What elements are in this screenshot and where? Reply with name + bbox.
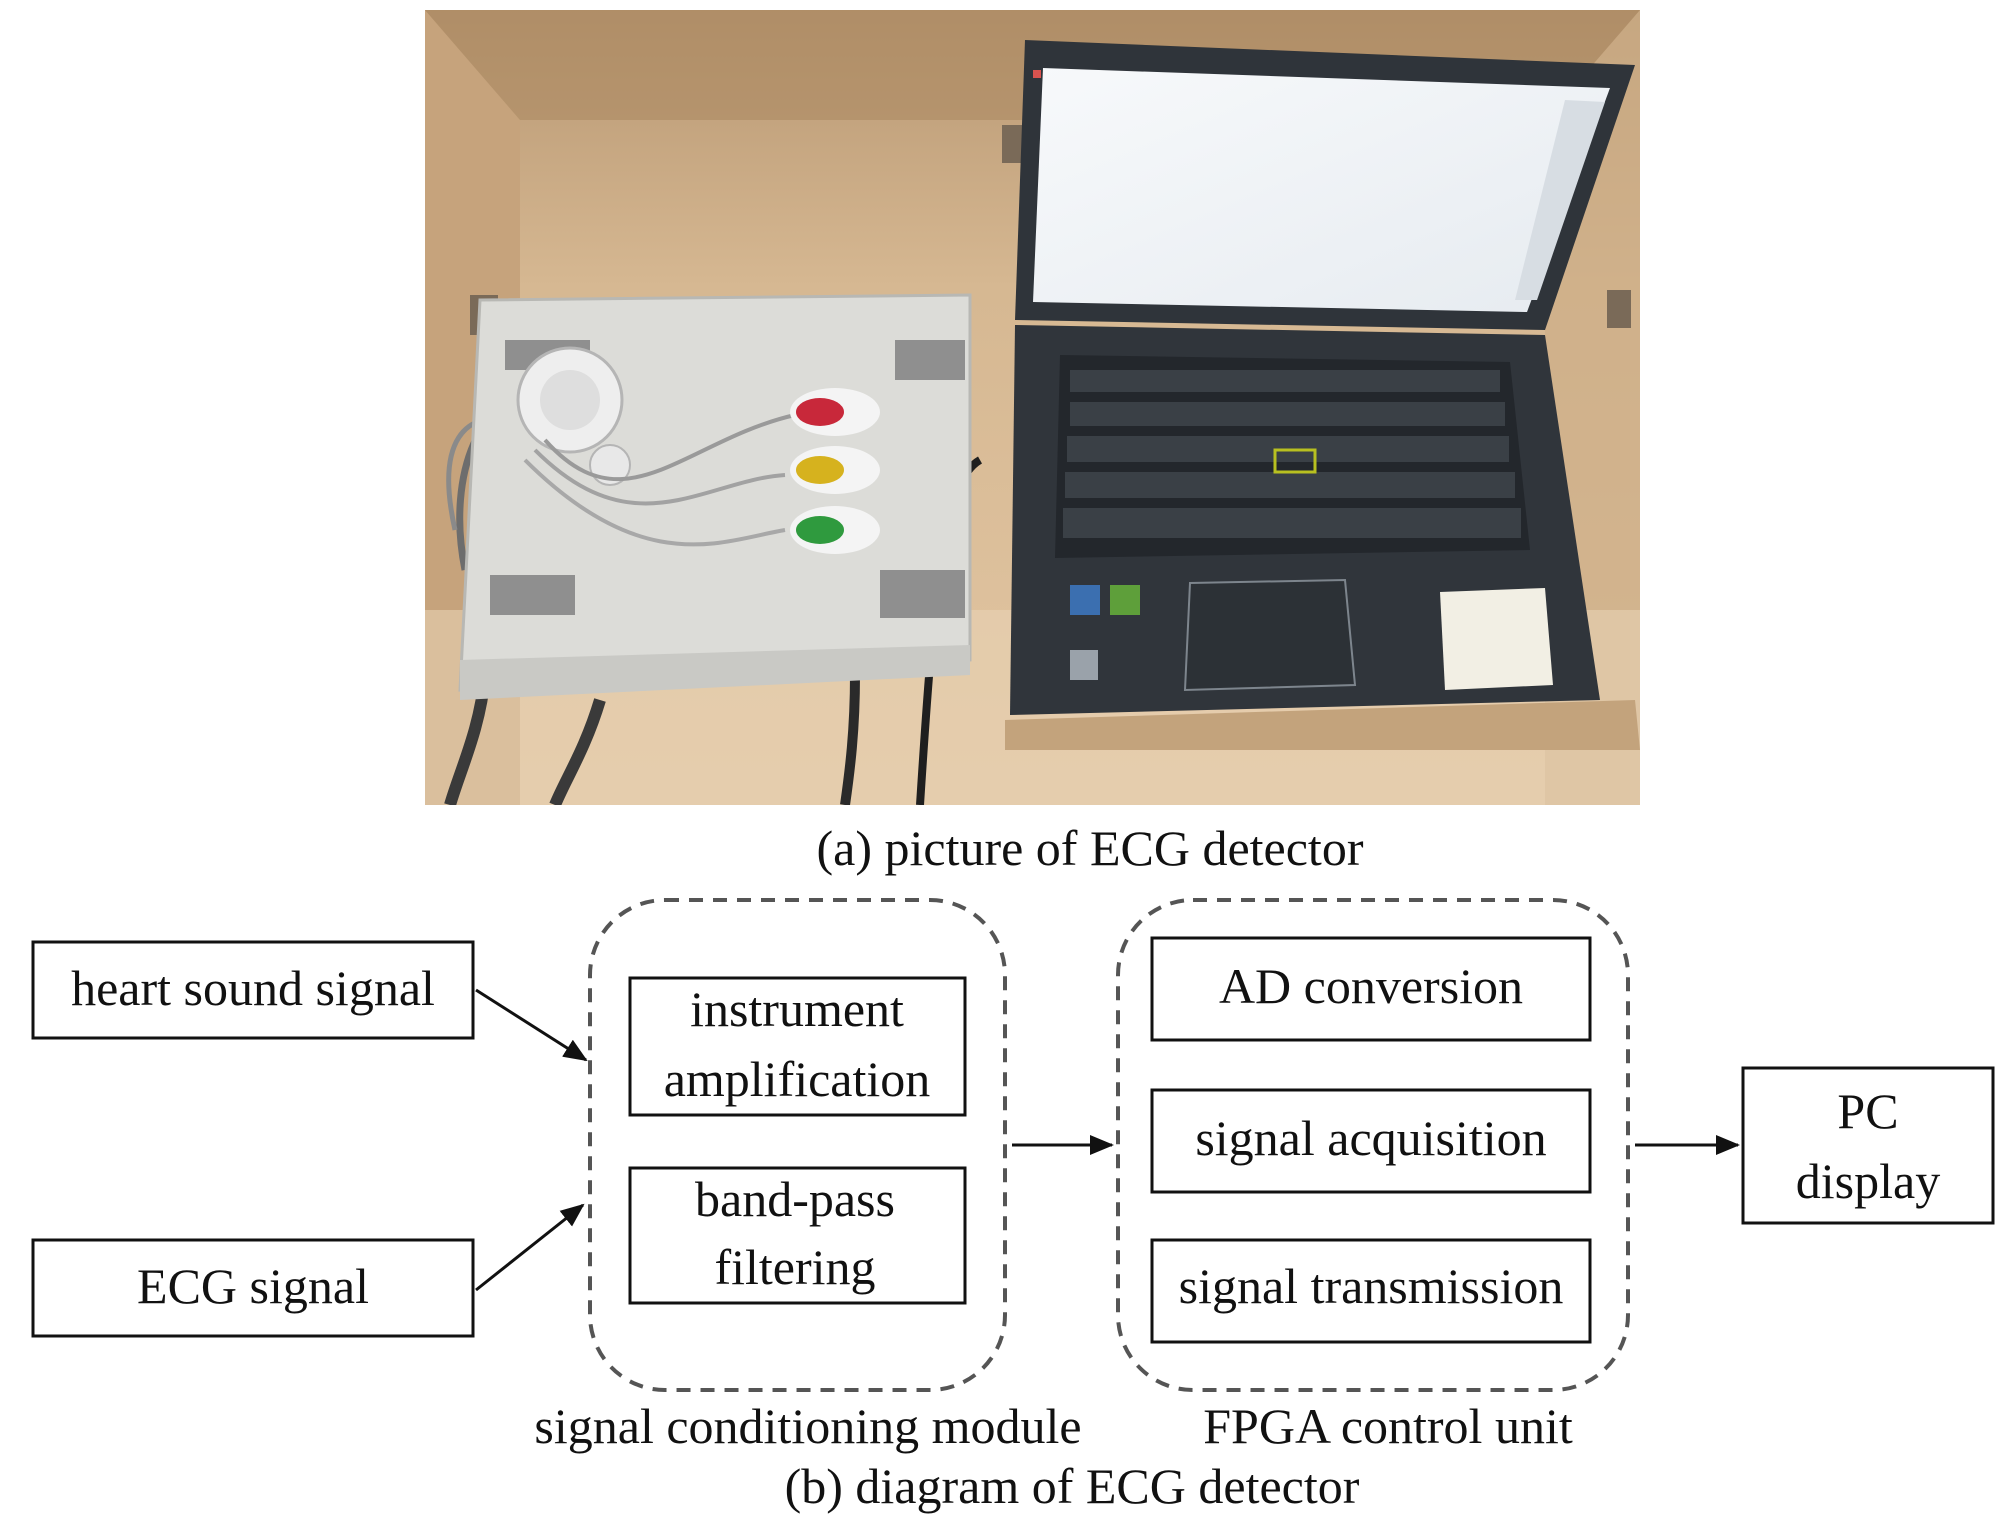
heart-sound-signal-box (31, 940, 475, 1040)
hinge-right (1607, 290, 1631, 328)
laptop-screen (1033, 68, 1610, 312)
instrument-amplification-line2: amplification (664, 1051, 931, 1107)
signal-conditioning-module-title: signal conditioning module (534, 1398, 1081, 1454)
fpga-control-unit-title: FPGA control unit (1203, 1398, 1573, 1454)
heart-sound-sensor-center (540, 370, 600, 430)
band-pass-filtering-box (628, 1166, 967, 1305)
instrument-amplification-line1: instrument (690, 981, 904, 1037)
sticker (1110, 585, 1140, 615)
keyboard-highlight (1273, 448, 1317, 474)
pc-display-line2: display (1796, 1153, 1940, 1209)
heart-sound-arrow (475, 988, 588, 1062)
ecg-signal-box (31, 1238, 475, 1338)
band-pass-filtering-line1: band-pass (695, 1171, 895, 1227)
ad-conversion-box (1150, 936, 1592, 1042)
signal-acquisition-box (1150, 1088, 1592, 1194)
ecg-signal-label: ECG signal (137, 1258, 369, 1314)
signal-transmission-label: signal transmission (1179, 1258, 1564, 1314)
cable (549, 698, 606, 805)
lead-wire (533, 448, 786, 506)
pc-display-line1: PC (1837, 1083, 1898, 1139)
laptop-label-sticker (1440, 588, 1553, 690)
ecg-arrow (475, 1203, 585, 1292)
pc-display-box (1741, 1066, 1995, 1225)
photo-caption: (a) picture of ECG detector (817, 820, 1364, 876)
cable (840, 674, 860, 805)
sticker (1070, 585, 1100, 615)
laptop-touchpad (1183, 578, 1357, 692)
screen-side-panel (1515, 100, 1605, 300)
signal-transmission-box (1150, 1238, 1592, 1344)
electrode-red (796, 398, 844, 426)
corner-tape (895, 340, 965, 380)
fpga-control-unit (1116, 898, 1630, 1392)
corner-tape (490, 575, 575, 615)
screen-app-icon (1033, 70, 1041, 78)
hinge-middle (1002, 125, 1024, 163)
electrode-yellow (796, 456, 844, 484)
heart-sound-signal-label: heart sound signal (71, 960, 435, 1016)
ad-conversion-label: AD conversion (1219, 958, 1523, 1014)
ecg-detector-photo (425, 10, 1640, 805)
ecg-device-front (460, 645, 970, 700)
sticker (1070, 650, 1098, 680)
corner-tape (880, 570, 965, 618)
lead-wire (543, 413, 796, 482)
instrument-amplification-box (628, 976, 967, 1117)
electrode-green (796, 516, 844, 544)
signal-conditioning-module (588, 898, 1007, 1392)
band-pass-filtering-line2: filtering (714, 1239, 875, 1295)
signal-acquisition-label: signal acquisition (1195, 1110, 1546, 1166)
diagram-caption: (b) diagram of ECG detector (785, 1458, 1360, 1514)
lead-wire (523, 458, 786, 547)
laptop-stand (1005, 700, 1640, 750)
